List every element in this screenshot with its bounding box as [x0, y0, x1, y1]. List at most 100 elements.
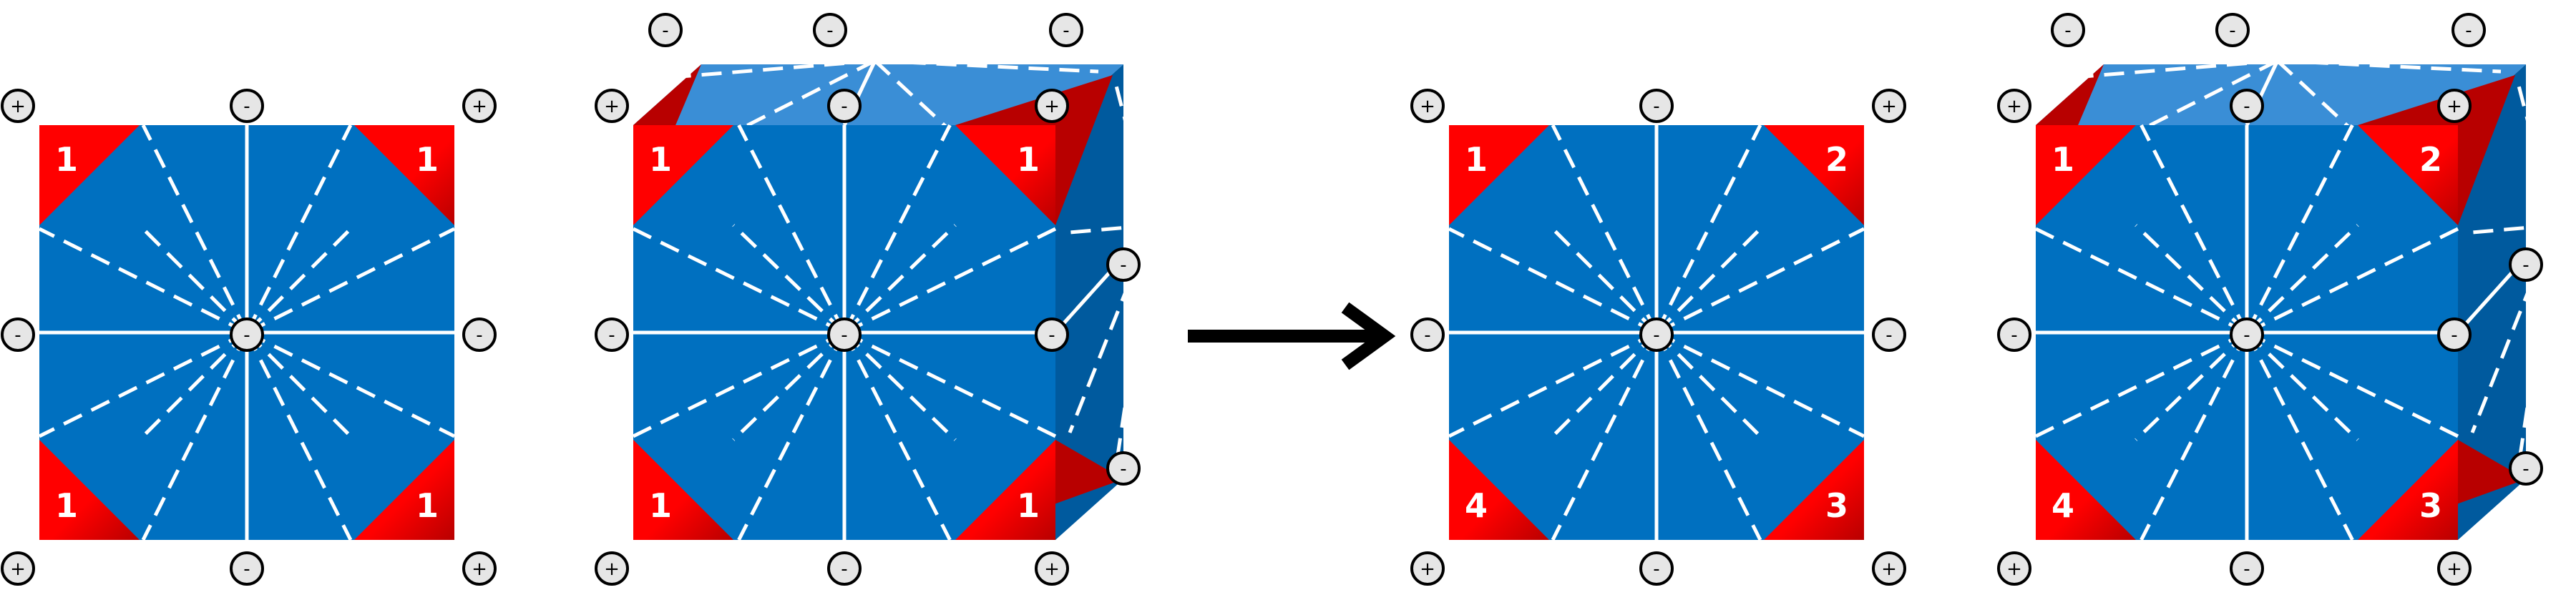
panel1-corner-bottom-left-label: 1 [55, 486, 78, 525]
panel4-node-center: - [2230, 318, 2264, 352]
panel3-node-top-left-label: + [1420, 96, 1435, 117]
panel4-node-front-bottom-right: + [2437, 551, 2472, 586]
panel2-node-side-bottom-label: - [1120, 458, 1126, 480]
panel2-corner-top-right-label: 1 [1017, 140, 1040, 179]
panel2-node-center: - [827, 318, 862, 352]
panel1-node-mid-left: - [1, 318, 35, 352]
panel1-node-top-right-label: + [472, 96, 487, 117]
panel2-corner-top-right: 1 [955, 125, 1055, 225]
panel1-corner-top-right-label: 1 [416, 140, 439, 179]
panel4-node-side-bottom: - [2509, 451, 2543, 486]
panel2-node-front-bottom-mid-label: - [841, 559, 847, 580]
panel3-node-mid-left: - [1410, 318, 1445, 352]
panel4-node-front-mid-right: - [2437, 318, 2472, 352]
panel4-corner-top-right-label: 2 [2419, 140, 2442, 179]
panel4-top-face [2036, 64, 2526, 125]
panel2-node-back-top-left-label: - [662, 20, 668, 41]
panel2-node-side-bottom: - [1106, 451, 1141, 486]
panel1-node-mid-right-label: - [476, 325, 482, 346]
panel4-node-front-mid-right-label: - [2451, 325, 2457, 346]
panel1-node-top-right: + [462, 89, 497, 123]
panel2-corner-bottom-left-label: 1 [649, 486, 672, 525]
panel4-node-back-top-left: - [2051, 13, 2085, 47]
panel2-node-back-top-right-label: - [1063, 20, 1069, 41]
panel4-node-front-bottom-mid: - [2230, 551, 2264, 586]
panel2-corner-top-left-label: 1 [649, 140, 672, 179]
panel2-node-front-mid-left-label: - [608, 325, 615, 346]
panel2-node-front-top-right-label: + [1044, 96, 1060, 117]
panel2-node-front-top-mid-label: - [841, 96, 847, 117]
panel4-corner-top-right: 2 [2358, 125, 2458, 225]
panel4-node-front-top-left-label: + [2006, 96, 2022, 117]
panel2-corner-bottom-right-label: 1 [1017, 486, 1040, 525]
panel4-node-front-bottom-mid-label: - [2243, 559, 2250, 580]
panel1-node-mid-left-label: - [14, 325, 21, 346]
panel1-node-bottom-mid: - [230, 551, 264, 586]
panel2-node-front-top-left-label: + [604, 96, 620, 117]
panel3-node-mid-right-label: - [1885, 325, 1892, 346]
panel2-node-center-label: - [841, 325, 847, 346]
panel1-node-center: - [230, 318, 264, 352]
panel4-node-front-bottom-left: + [1997, 551, 2031, 586]
panel2-node-front-top-left: + [595, 89, 629, 123]
panel1-node-bottom-right-label: + [472, 559, 487, 580]
panel4-node-back-top-left-label: - [2064, 20, 2071, 41]
panel2-corner-bottom-right: 1 [955, 440, 1055, 540]
panel2-corner-bottom-left: 1 [633, 440, 733, 540]
panel2-node-front-mid-right-label: - [1048, 325, 1055, 346]
panel2-node-front-bottom-right: + [1035, 551, 1069, 586]
panel4-node-back-top-right-label: - [2465, 20, 2472, 41]
panel3-node-bottom-mid: - [1639, 551, 1674, 586]
panel1-node-bottom-mid-label: - [243, 559, 250, 580]
panel3-node-center-label: - [1653, 325, 1659, 346]
panel3-corner-top-left: 1 [1449, 125, 1549, 225]
panel1-node-top-left: + [1, 89, 35, 123]
panel2-node-front-mid-right: - [1035, 318, 1069, 352]
panel2-node-front-bottom-left: + [595, 551, 629, 586]
panel3-node-center: - [1639, 318, 1674, 352]
panel2-node-front-bottom-left-label: + [604, 559, 620, 580]
panel4-node-back-top-mid: - [2215, 13, 2250, 47]
panel4-corner-bottom-right-label: 3 [2419, 486, 2442, 525]
panel2-node-front-bottom-mid: - [827, 551, 862, 586]
panel3-node-bottom-left-label: + [1420, 559, 1435, 580]
panel2-node-back-top-left: - [648, 13, 683, 47]
panel4-node-side-mid-label: - [2522, 255, 2529, 276]
panel3-node-mid-right: - [1872, 318, 1906, 352]
panel2-side-face [1055, 64, 1123, 540]
panel4-node-front-bottom-left-label: + [2006, 559, 2022, 580]
panel2-node-side-mid-label: - [1120, 255, 1126, 276]
right-arrow-icon [1188, 302, 1396, 370]
panel4-node-side-bottom-label: - [2522, 458, 2529, 480]
panel1-corner-top-right: 1 [354, 125, 454, 225]
panel3-node-bottom-right: + [1872, 551, 1906, 586]
panel1-corner-bottom-right-label: 1 [416, 486, 439, 525]
panel4-node-front-top-left: + [1997, 89, 2031, 123]
panel4-node-front-top-right: + [2437, 89, 2472, 123]
panel4-corner-top-left-label: 1 [2051, 140, 2074, 179]
panel3-node-bottom-mid-label: - [1653, 559, 1659, 580]
panel2-node-back-top-right: - [1049, 13, 1083, 47]
panel1-corner-top-left-label: 1 [55, 140, 78, 179]
panel4-node-front-mid-left: - [1997, 318, 2031, 352]
panel4-corner-bottom-left: 4 [2036, 440, 2136, 540]
panel4-node-back-top-right: - [2451, 13, 2486, 47]
panel1-node-bottom-right: + [462, 551, 497, 586]
panel3-corner-bottom-left: 4 [1449, 440, 1549, 540]
panel3-node-top-mid-label: - [1653, 96, 1659, 117]
panel3-node-top-mid: - [1639, 89, 1674, 123]
panel2-node-back-top-mid: - [813, 13, 847, 47]
panel3-corner-bottom-right: 3 [1764, 440, 1864, 540]
panel3-corner-top-right: 2 [1764, 125, 1864, 225]
panel4-node-back-top-mid-label: - [2229, 20, 2235, 41]
panel1-node-mid-right: - [462, 318, 497, 352]
panel3-corner-bottom-left-label: 4 [1465, 486, 1488, 525]
panel3-node-top-left: + [1410, 89, 1445, 123]
panel4-node-front-bottom-right-label: + [2446, 559, 2462, 580]
panel3-corner-top-left-label: 1 [1465, 140, 1488, 179]
panel2-node-front-top-right: + [1035, 89, 1069, 123]
panel3-node-mid-left-label: - [1424, 325, 1430, 346]
panel4-node-center-label: - [2243, 325, 2250, 346]
panel4-corner-bottom-right: 3 [2358, 440, 2458, 540]
